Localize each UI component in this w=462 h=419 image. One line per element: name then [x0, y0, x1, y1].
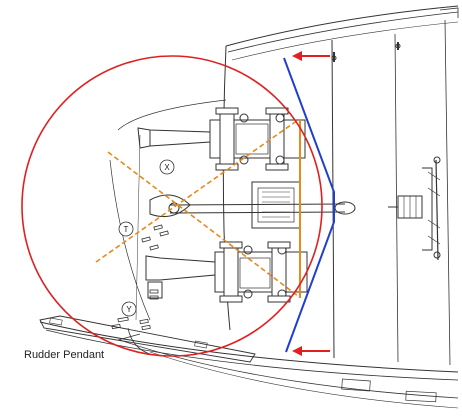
frame-line-2 — [394, 33, 399, 363]
arrow-bottom — [292, 346, 330, 356]
hull-structure — [39, 5, 459, 409]
marker-t: T — [118, 221, 134, 237]
marker-y: Y — [121, 301, 137, 317]
marker-t-label: T — [124, 225, 129, 234]
tiller-assembly — [149, 167, 441, 251]
blue-guide-line — [283, 57, 335, 353]
grating-box — [251, 181, 301, 229]
deck-edge-top-1 — [225, 5, 459, 47]
rudder-pendant-label: Rudder Pendant — [24, 349, 104, 361]
frame-line-3 — [444, 19, 451, 366]
upper-cannon — [137, 107, 306, 171]
lower-cannon — [145, 241, 308, 303]
marker-y-label: Y — [126, 305, 132, 314]
orange-guide-lines — [95, 119, 299, 297]
orange-dashed-line-2 — [107, 151, 299, 297]
arrow-top — [292, 51, 330, 61]
orange-dashed-line-1 — [95, 119, 299, 263]
deck-edge-bottom-1 — [39, 321, 459, 373]
marker-x: X — [159, 159, 175, 175]
transom-fittings — [111, 224, 169, 331]
highlight-circle — [21, 55, 323, 357]
deck-edge-top-2 — [227, 11, 459, 53]
rudder-pendant-line — [117, 327, 151, 355]
deck-edge-top-3 — [231, 21, 459, 61]
marker-x-label: X — [164, 163, 170, 172]
